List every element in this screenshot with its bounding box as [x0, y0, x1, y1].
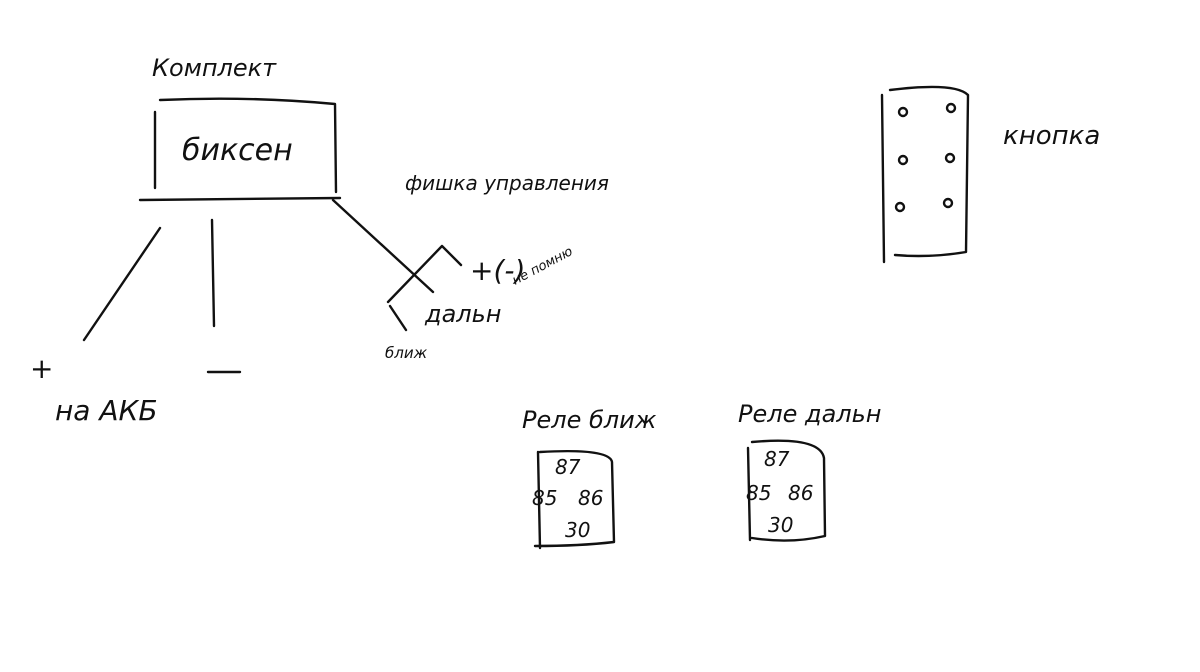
button-block: кнопка [880, 85, 1100, 264]
pin-86: 86 [578, 486, 603, 510]
relay-title: Реле дальн [738, 400, 881, 428]
control-plug-label: фишка управления [405, 171, 609, 195]
relay-title: Реле ближ [522, 406, 657, 434]
battery-wires: + на АКБ [30, 218, 242, 427]
high-beam-label: дальн [424, 300, 501, 328]
relay-high-beam: Реле дальн 87 85 86 30 [738, 400, 881, 542]
plus-label: + [30, 352, 53, 385]
bixenon-label: биксен [182, 133, 293, 168]
pin-30: 30 [768, 513, 793, 537]
pin-86: 86 [788, 481, 813, 505]
kit-label: Комплект [152, 54, 277, 82]
button-label: кнопка [1003, 121, 1100, 151]
pin-30: 30 [565, 518, 590, 542]
plus-minus-label: +(-) [470, 254, 525, 287]
low-beam-label: ближ [385, 344, 428, 362]
relay-low-beam: Реле ближ 87 85 86 30 [522, 406, 657, 550]
bixenon-unit: биксен [138, 97, 342, 202]
pin-85: 85 [532, 486, 557, 510]
pin-85: 85 [746, 481, 771, 505]
button-pins [894, 102, 957, 213]
to-battery-label: на АКБ [55, 394, 158, 427]
control-plug: фишка управления +(-) не помню дальн бли… [331, 171, 609, 362]
pin-87: 87 [764, 447, 790, 471]
pin-87: 87 [555, 455, 581, 479]
